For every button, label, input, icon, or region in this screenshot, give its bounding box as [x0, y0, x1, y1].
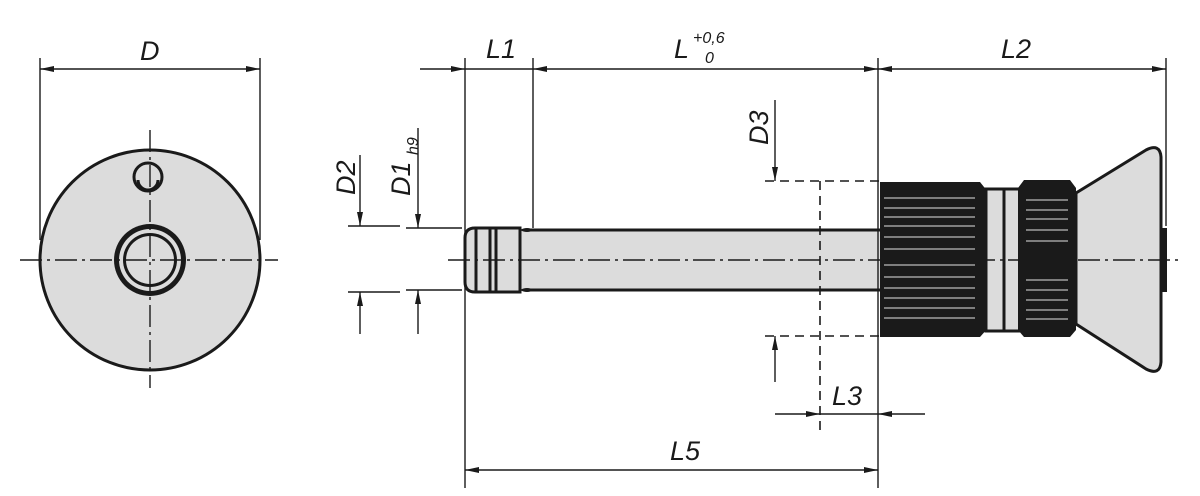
- label-L-lower-tol: 0: [705, 50, 714, 67]
- label-L-upper-tol: +0,6: [693, 30, 725, 47]
- side-view: [448, 146, 1180, 430]
- label-D3: D3: [744, 110, 774, 145]
- label-L: L: [674, 34, 689, 64]
- dimensions: L1 L +0,6 0 L2 L5 L3 D3 D2 D1 h9: [331, 30, 1167, 488]
- end-view: D: [20, 36, 278, 388]
- label-L3: L3: [832, 381, 862, 411]
- label-L5: L5: [670, 436, 701, 466]
- label-D2: D2: [331, 160, 361, 195]
- pin-shaft: [480, 230, 882, 290]
- knurled-ring: [1018, 180, 1076, 337]
- label-D1-tolerance: h9: [405, 137, 422, 155]
- label-L2: L2: [1001, 34, 1031, 64]
- label-D1: D1: [386, 161, 416, 196]
- label-D: D: [140, 36, 160, 66]
- label-L1: L1: [486, 34, 516, 64]
- pin-hole: [132, 161, 164, 193]
